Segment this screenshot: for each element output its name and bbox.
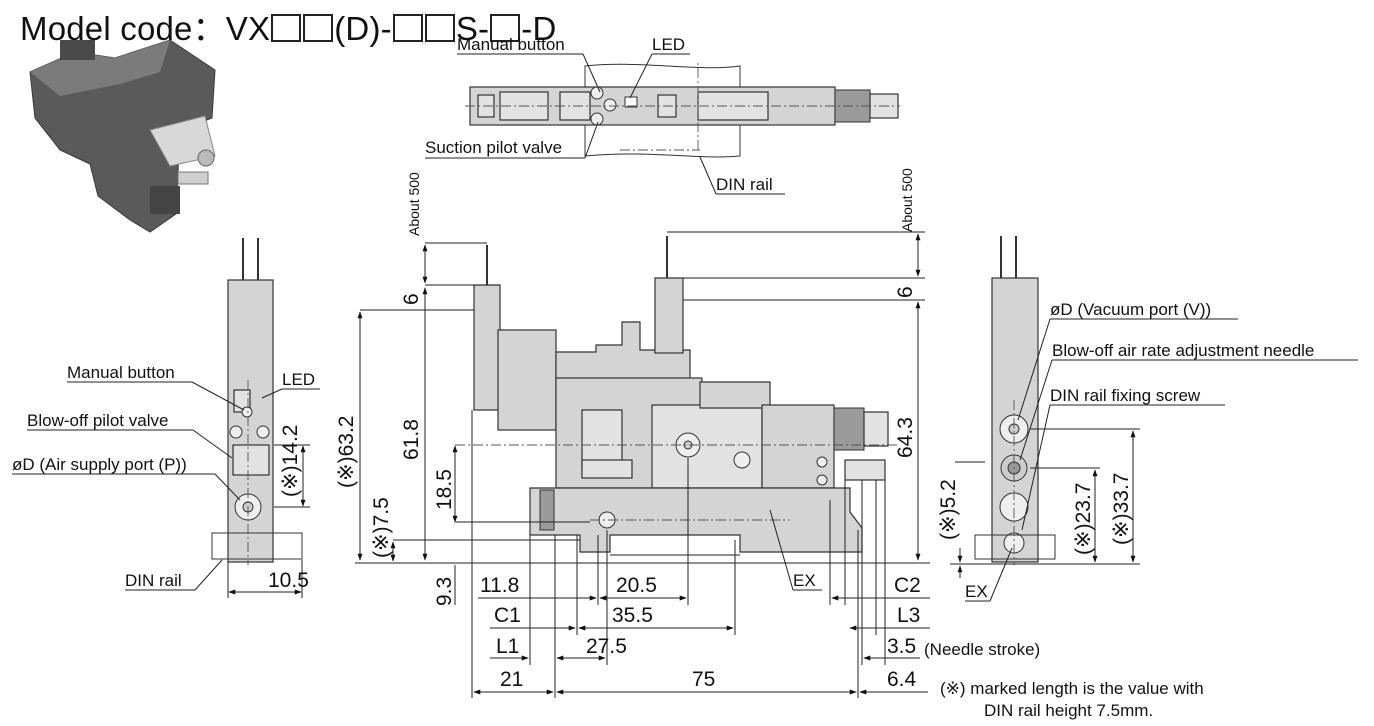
dim-61-8: 61.8 bbox=[400, 419, 423, 460]
dim-23-7: (※)23.7 bbox=[1072, 483, 1095, 555]
code-box-2 bbox=[303, 14, 334, 42]
dim-6-left: 6 bbox=[400, 293, 423, 305]
dim-5-2: (※)5.2 bbox=[937, 479, 960, 540]
dim-14-2: (※)14.2 bbox=[279, 425, 302, 497]
label-manual-button-top: Manual button bbox=[457, 35, 565, 54]
label-din-rail-top: DIN rail bbox=[716, 175, 773, 194]
dim-21: 21 bbox=[500, 668, 523, 691]
product-photo bbox=[29, 39, 216, 233]
top-view bbox=[465, 60, 900, 158]
right-view bbox=[974, 236, 1056, 565]
title-part-end: -D bbox=[521, 10, 557, 47]
dim-20-5: 20.5 bbox=[616, 574, 657, 597]
code-box-1 bbox=[271, 14, 302, 42]
dim-27-5: 27.5 bbox=[586, 635, 627, 658]
title-part-d: (D)- bbox=[334, 10, 392, 47]
label-about-500-right: About 500 bbox=[899, 168, 915, 232]
label-din-rail-left: DIN rail bbox=[125, 571, 182, 590]
label-air-supply-port: øD (Air supply port (P)) bbox=[12, 455, 187, 474]
label-vacuum-port: øD (Vacuum port (V)) bbox=[1050, 300, 1211, 319]
dim-c1: C1 bbox=[494, 604, 521, 627]
front-view bbox=[455, 236, 900, 556]
label-led-left: LED bbox=[282, 370, 315, 389]
code-box-3 bbox=[392, 14, 423, 42]
dim-9-3: 9.3 bbox=[433, 577, 456, 606]
dim-33-7: (※)33.7 bbox=[1110, 473, 1133, 545]
dim-7-5: (※)7.5 bbox=[370, 497, 393, 558]
dim-18-5: 18.5 bbox=[433, 469, 456, 510]
label-blowoff-needle: Blow-off air rate adjustment needle bbox=[1052, 341, 1314, 360]
title-part-s: S- bbox=[455, 10, 490, 47]
label-manual-button-left: Manual button bbox=[67, 363, 175, 382]
footnote: (※) marked length is the value with DIN … bbox=[940, 678, 1204, 722]
left-view bbox=[211, 238, 303, 565]
label-ex-center: EX bbox=[793, 571, 816, 590]
label-led-top: LED bbox=[652, 35, 685, 54]
manual-button-icon bbox=[241, 406, 253, 418]
code-box-5 bbox=[490, 14, 521, 42]
led-icon bbox=[624, 96, 638, 108]
label-about-500-left: About 500 bbox=[406, 172, 422, 236]
label-din-fixing-screw: DIN rail fixing screw bbox=[1050, 386, 1201, 405]
dim-c2: C2 bbox=[894, 574, 921, 597]
dim-35-5: 35.5 bbox=[612, 604, 653, 627]
dim-3-5: 3.5 bbox=[887, 635, 916, 658]
label-needle-stroke: (Needle stroke) bbox=[924, 640, 1040, 659]
dim-10-5: 10.5 bbox=[268, 569, 309, 592]
dim-l1: L1 bbox=[496, 635, 519, 658]
dim-6-4: 6.4 bbox=[887, 668, 917, 691]
dim-l3: L3 bbox=[897, 604, 920, 627]
label-suction-pilot-valve: Suction pilot valve bbox=[425, 138, 562, 157]
model-code-title: Model code：VX(D)-S--D bbox=[20, 2, 556, 50]
dim-63-2: (※)63.2 bbox=[335, 416, 358, 488]
code-box-4 bbox=[424, 14, 455, 42]
dim-64-3: 64.3 bbox=[894, 417, 917, 458]
dim-75: 75 bbox=[692, 668, 715, 691]
footnote-line-2: DIN rail height 7.5mm. bbox=[984, 701, 1154, 720]
dim-6-right: 6 bbox=[894, 286, 917, 298]
label-blowoff-pilot-valve: Blow-off pilot valve bbox=[27, 411, 168, 430]
dim-11-8: 11.8 bbox=[480, 574, 519, 597]
footnote-line-1: (※) marked length is the value with bbox=[940, 679, 1204, 698]
label-ex-right: EX bbox=[965, 582, 988, 601]
